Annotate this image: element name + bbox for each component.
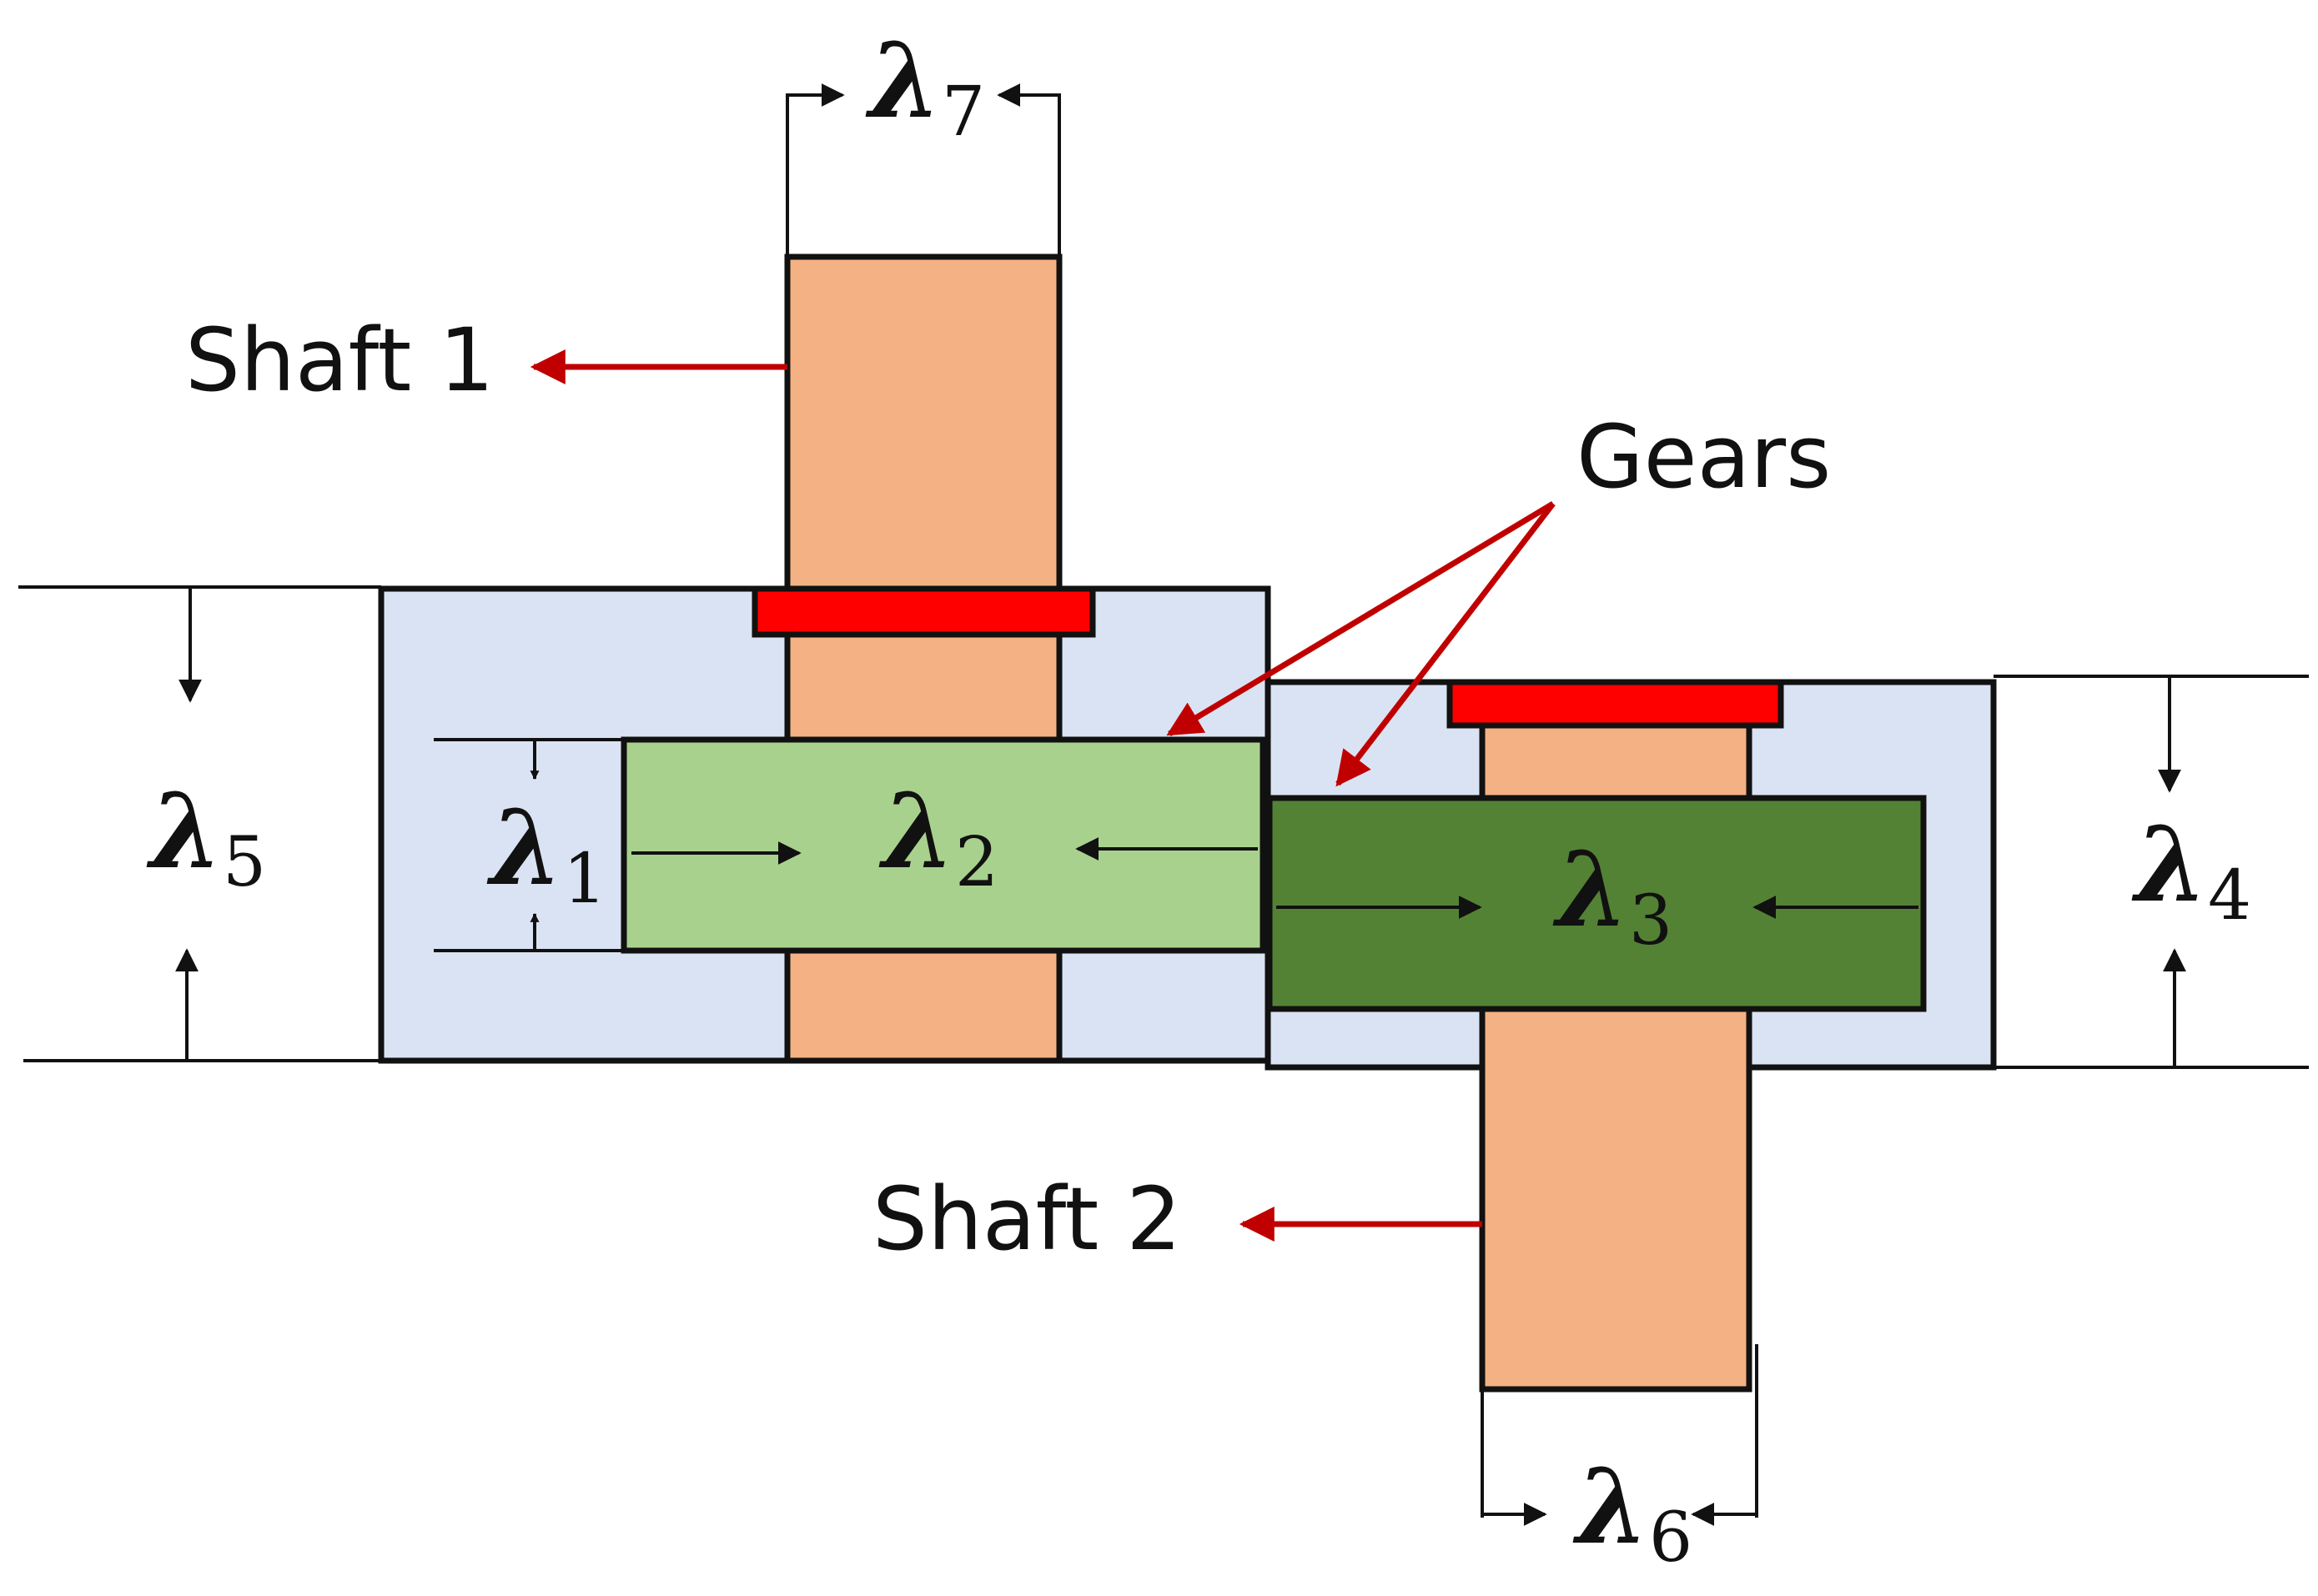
seal-1 [752,585,1096,638]
lambda-4-label: λ4 [2131,805,2251,936]
lambda-3-label: λ3 [1552,830,1672,961]
lambda-2-label: λ2 [878,771,998,902]
lambda-6-label: λ6 [1572,1447,1692,1578]
gear-2 [1266,795,1927,1012]
shaft-1-label: Shaft 1 [185,309,494,411]
shaft-2-label: Shaft 2 [872,1168,1181,1270]
lambda-1-label: λ1 [486,788,606,919]
gears-label: Gears [1576,406,1831,508]
gears-leader-arrow-1 [1166,500,1555,737]
gears-leader-arrow-2 [1335,501,1556,787]
seal-2 [1446,679,1784,729]
lambda-5-label: λ5 [146,771,266,902]
gear-1 [621,736,1266,954]
lambda-7-label: λ7 [865,21,985,152]
